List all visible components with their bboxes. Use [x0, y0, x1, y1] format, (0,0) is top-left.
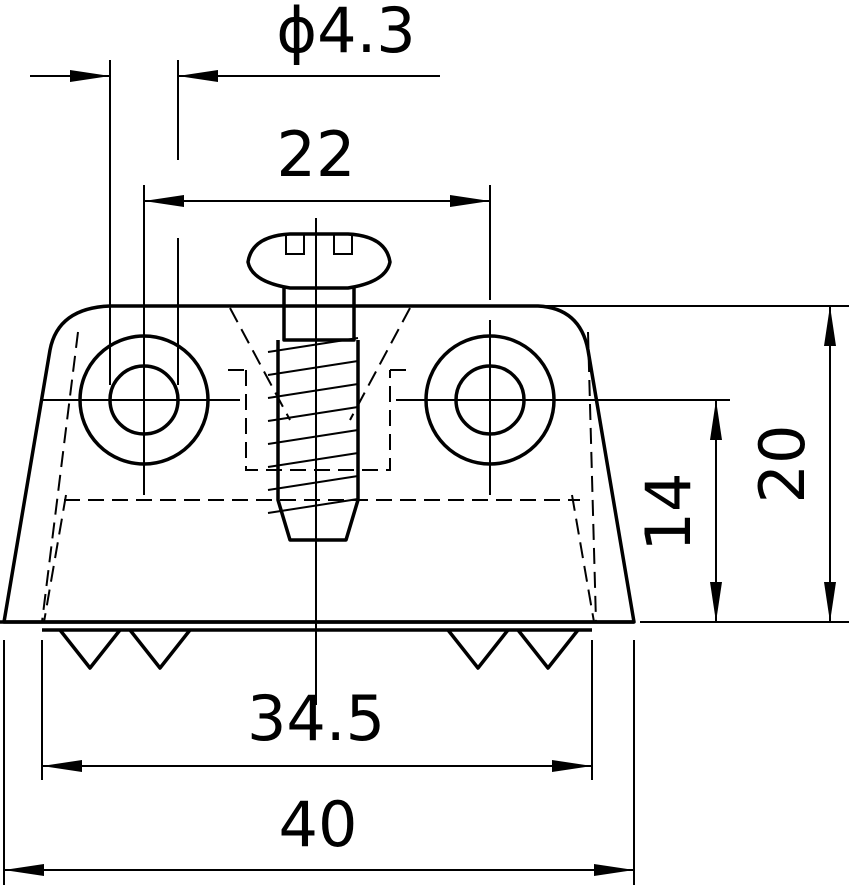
label-overall-width: 40 [279, 788, 358, 861]
label-hole-spacing: 22 [277, 118, 356, 191]
dim-overall-height [824, 306, 836, 622]
extension-lines [3, 60, 849, 885]
label-hole-diameter: ϕ4.3 [276, 0, 416, 67]
base-spikes [58, 628, 580, 670]
label-inner-base-width: 34.5 [247, 682, 385, 755]
body-outline [2, 304, 636, 624]
center-lines [40, 218, 730, 705]
screw [246, 232, 392, 542]
dim-hole-diameter [30, 70, 440, 82]
label-overall-height: 20 [746, 425, 819, 504]
label-hole-center-height: 14 [632, 473, 705, 552]
dim-hole-spacing [144, 195, 490, 207]
dim-overall-width [4, 864, 634, 876]
inner-cavity-hidden [41, 307, 597, 623]
dim-hole-height [710, 400, 722, 622]
dim-inner-base [42, 760, 592, 772]
inner-boss-hidden [228, 369, 408, 471]
